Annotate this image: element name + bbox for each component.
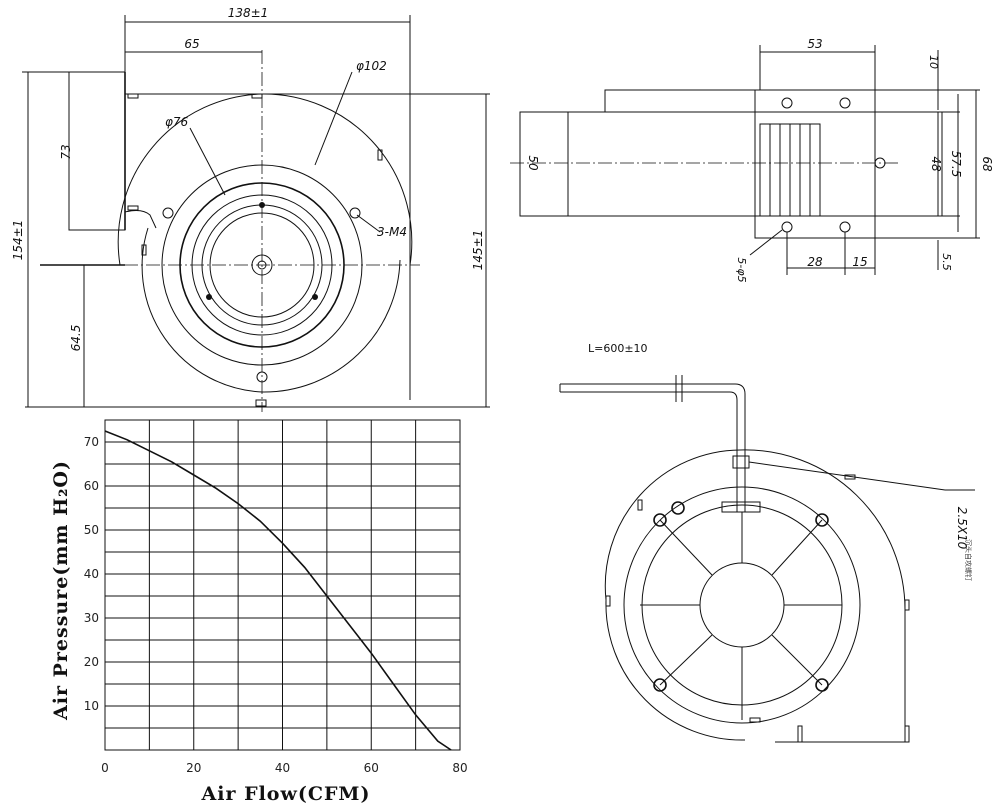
dim-height-50-label: 50 <box>526 155 540 171</box>
cable-wire <box>560 391 738 512</box>
chart-ticks: 0 20 40 60 80 10 20 30 40 50 60 70 <box>84 435 468 775</box>
y-tick-label: 60 <box>84 479 99 493</box>
dim-bottom-gap-label: 5.5 <box>940 253 953 271</box>
x-tick-label: 20 <box>186 761 201 775</box>
chart-grid <box>105 420 460 750</box>
y-axis-label: Air Pressure(mm H₂O) <box>50 460 72 721</box>
rear-slot <box>904 599 910 611</box>
y-tick-label: 40 <box>84 567 99 581</box>
rear-slot <box>637 499 643 511</box>
rear-hub-circle <box>699 562 785 648</box>
screw-hole <box>349 207 361 219</box>
cable-length-label: L=600±10 <box>588 342 648 355</box>
flange-hole <box>781 97 793 109</box>
side-view: 53 10 50 48 57.5 68 5.5 28 15 5-φ5 <box>510 37 994 283</box>
flange-hole <box>839 97 851 109</box>
cable-clip <box>732 455 750 469</box>
scroll-inner-outline <box>141 227 401 393</box>
rear-view: L=600±10 2.5X10 <box>559 342 975 743</box>
dim-screws-label: 3-M4 <box>377 225 407 239</box>
dim-total-height-label: 154±1 <box>11 220 25 261</box>
rear-foot <box>797 725 803 743</box>
cable-wire <box>560 383 746 512</box>
y-tick-label: 20 <box>84 655 99 669</box>
dim-spacing-15-label: 15 <box>852 255 867 269</box>
performance-chart: 0 20 40 60 80 10 20 30 40 50 60 70 Air Flow(CFM) Ai… <box>50 419 468 803</box>
dim-inner-dia-label: φ76 <box>165 115 189 129</box>
x-tick-label: 0 <box>101 761 109 775</box>
rear-foot <box>904 725 910 743</box>
mount-slot <box>127 93 139 99</box>
side-body <box>567 111 939 217</box>
leader-holes <box>749 229 783 256</box>
dim-box-height-label: 73 <box>59 144 73 159</box>
dim-height-48-label: 48 <box>929 156 943 172</box>
mount-slot <box>255 399 267 407</box>
motor-box <box>68 71 126 231</box>
rear-screw <box>653 678 667 692</box>
flange-hole <box>781 221 793 233</box>
y-tick-label: 50 <box>84 523 99 537</box>
rivet <box>206 294 212 300</box>
scroll-outline-right <box>261 93 413 400</box>
mount-slot <box>127 205 139 211</box>
x-tick-label: 80 <box>452 761 467 775</box>
dim-top-gap-label: 10 <box>927 55 940 69</box>
scroll-outline-left <box>117 93 263 266</box>
wire-lead <box>124 210 157 229</box>
dim-outer-dia-label: φ102 <box>356 59 387 73</box>
dim-offset-label: 65 <box>184 37 199 51</box>
y-tick-label: 70 <box>84 435 99 449</box>
dim-holes-label: 5-φ5 <box>735 257 748 282</box>
x-tick-label: 60 <box>364 761 379 775</box>
dim-top-width-label: 53 <box>807 37 822 51</box>
callout-label: 2.5X10 <box>955 507 969 550</box>
leader-outer-dia <box>314 71 353 166</box>
rivet <box>312 294 318 300</box>
dim-right-height-label: 145±1 <box>471 230 485 271</box>
pressure-flow-curve <box>104 430 452 751</box>
leader-screws <box>356 214 381 233</box>
flange-hole <box>839 221 851 233</box>
x-axis-label: Air Flow(CFM) <box>201 783 371 803</box>
mount-slot <box>141 244 147 256</box>
rear-flange-circle <box>623 486 861 724</box>
x-tick-label: 40 <box>275 761 290 775</box>
dim-width-label: 138±1 <box>228 6 269 20</box>
rear-slot <box>749 717 761 723</box>
callout-note: 沉头自攻螺钉 <box>964 539 973 581</box>
mount-slot <box>377 149 383 161</box>
rear-screw <box>671 501 685 515</box>
y-tick-label: 10 <box>84 699 99 713</box>
leader-inner-dia <box>189 127 226 196</box>
y-tick-label: 30 <box>84 611 99 625</box>
front-view: 138±1 65 φ102 φ76 3-M4 73 154±1 145±1 64… <box>11 6 490 412</box>
dim-height-57-label: 57.5 <box>949 151 963 178</box>
dim-center-height-label: 64.5 <box>69 325 83 352</box>
rear-screw <box>815 678 829 692</box>
top-lip <box>604 89 756 113</box>
dim-spacing-28-label: 28 <box>807 255 823 269</box>
cable-plate <box>721 501 761 513</box>
rear-screw <box>653 513 667 527</box>
rear-slot <box>605 595 611 607</box>
screw-hole <box>162 207 174 219</box>
rear-scroll-outline <box>604 449 906 743</box>
dim-height-68-label: 68 <box>980 156 994 172</box>
callout-leader <box>748 461 946 491</box>
rear-screw <box>815 513 829 527</box>
